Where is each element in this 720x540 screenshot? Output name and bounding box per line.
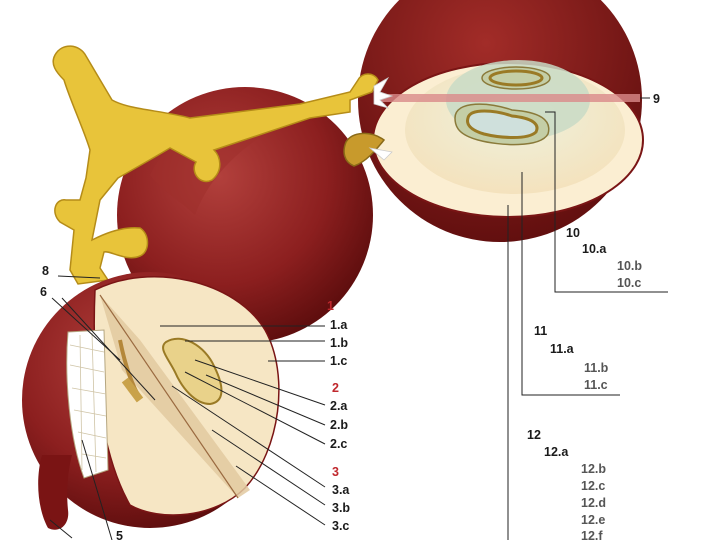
- label-10: 10: [566, 226, 580, 240]
- label-11a: 11.a: [550, 342, 575, 356]
- top-seed-1: [481, 66, 551, 90]
- label-1b: 1.b: [330, 336, 348, 350]
- label-10a: 10.a: [582, 242, 607, 256]
- label-1: 1: [327, 299, 334, 313]
- leader-lines: [49, 97, 668, 540]
- label-5: 5: [116, 529, 123, 540]
- label-11b: 11.b: [584, 361, 609, 375]
- label-3a: 3.a: [332, 483, 350, 497]
- label-2: 2: [332, 381, 339, 395]
- annotation-labels: 1 1.a 1.b 1.c 2 2.a 2.b 2.c 3 3.a 3.b 3.…: [40, 92, 660, 540]
- cell-texture: [69, 332, 107, 473]
- top-seed-2: [454, 103, 550, 146]
- label-9: 9: [653, 92, 660, 106]
- label-3c: 3.c: [332, 519, 349, 533]
- label-12c: 12.c: [581, 479, 605, 493]
- label-12: 12: [527, 428, 541, 442]
- label-3: 3: [332, 465, 339, 479]
- bottom-seed: [162, 337, 223, 406]
- label-12b: 12.b: [581, 462, 606, 476]
- label-1a: 1.a: [330, 318, 348, 332]
- label-12e: 12.e: [581, 513, 605, 527]
- label-6: 6: [40, 285, 47, 299]
- label-12f: 12.f: [581, 529, 603, 540]
- label-2b: 2.b: [330, 418, 348, 432]
- label-10b: 10.b: [617, 259, 642, 273]
- grape-stem: [52, 45, 394, 285]
- label-10c: 10.c: [617, 276, 641, 290]
- label-12d: 12.d: [581, 496, 606, 510]
- label-3b: 3.b: [332, 501, 350, 515]
- label-1c: 1.c: [330, 354, 347, 368]
- label-11: 11: [534, 324, 547, 338]
- label-8: 8: [42, 264, 49, 278]
- label-2a: 2.a: [330, 399, 348, 413]
- label-2c: 2.c: [330, 437, 347, 451]
- label-12a: 12.a: [544, 445, 569, 459]
- top-right-grape-section: [358, 0, 644, 242]
- label-11c: 11.c: [584, 378, 608, 392]
